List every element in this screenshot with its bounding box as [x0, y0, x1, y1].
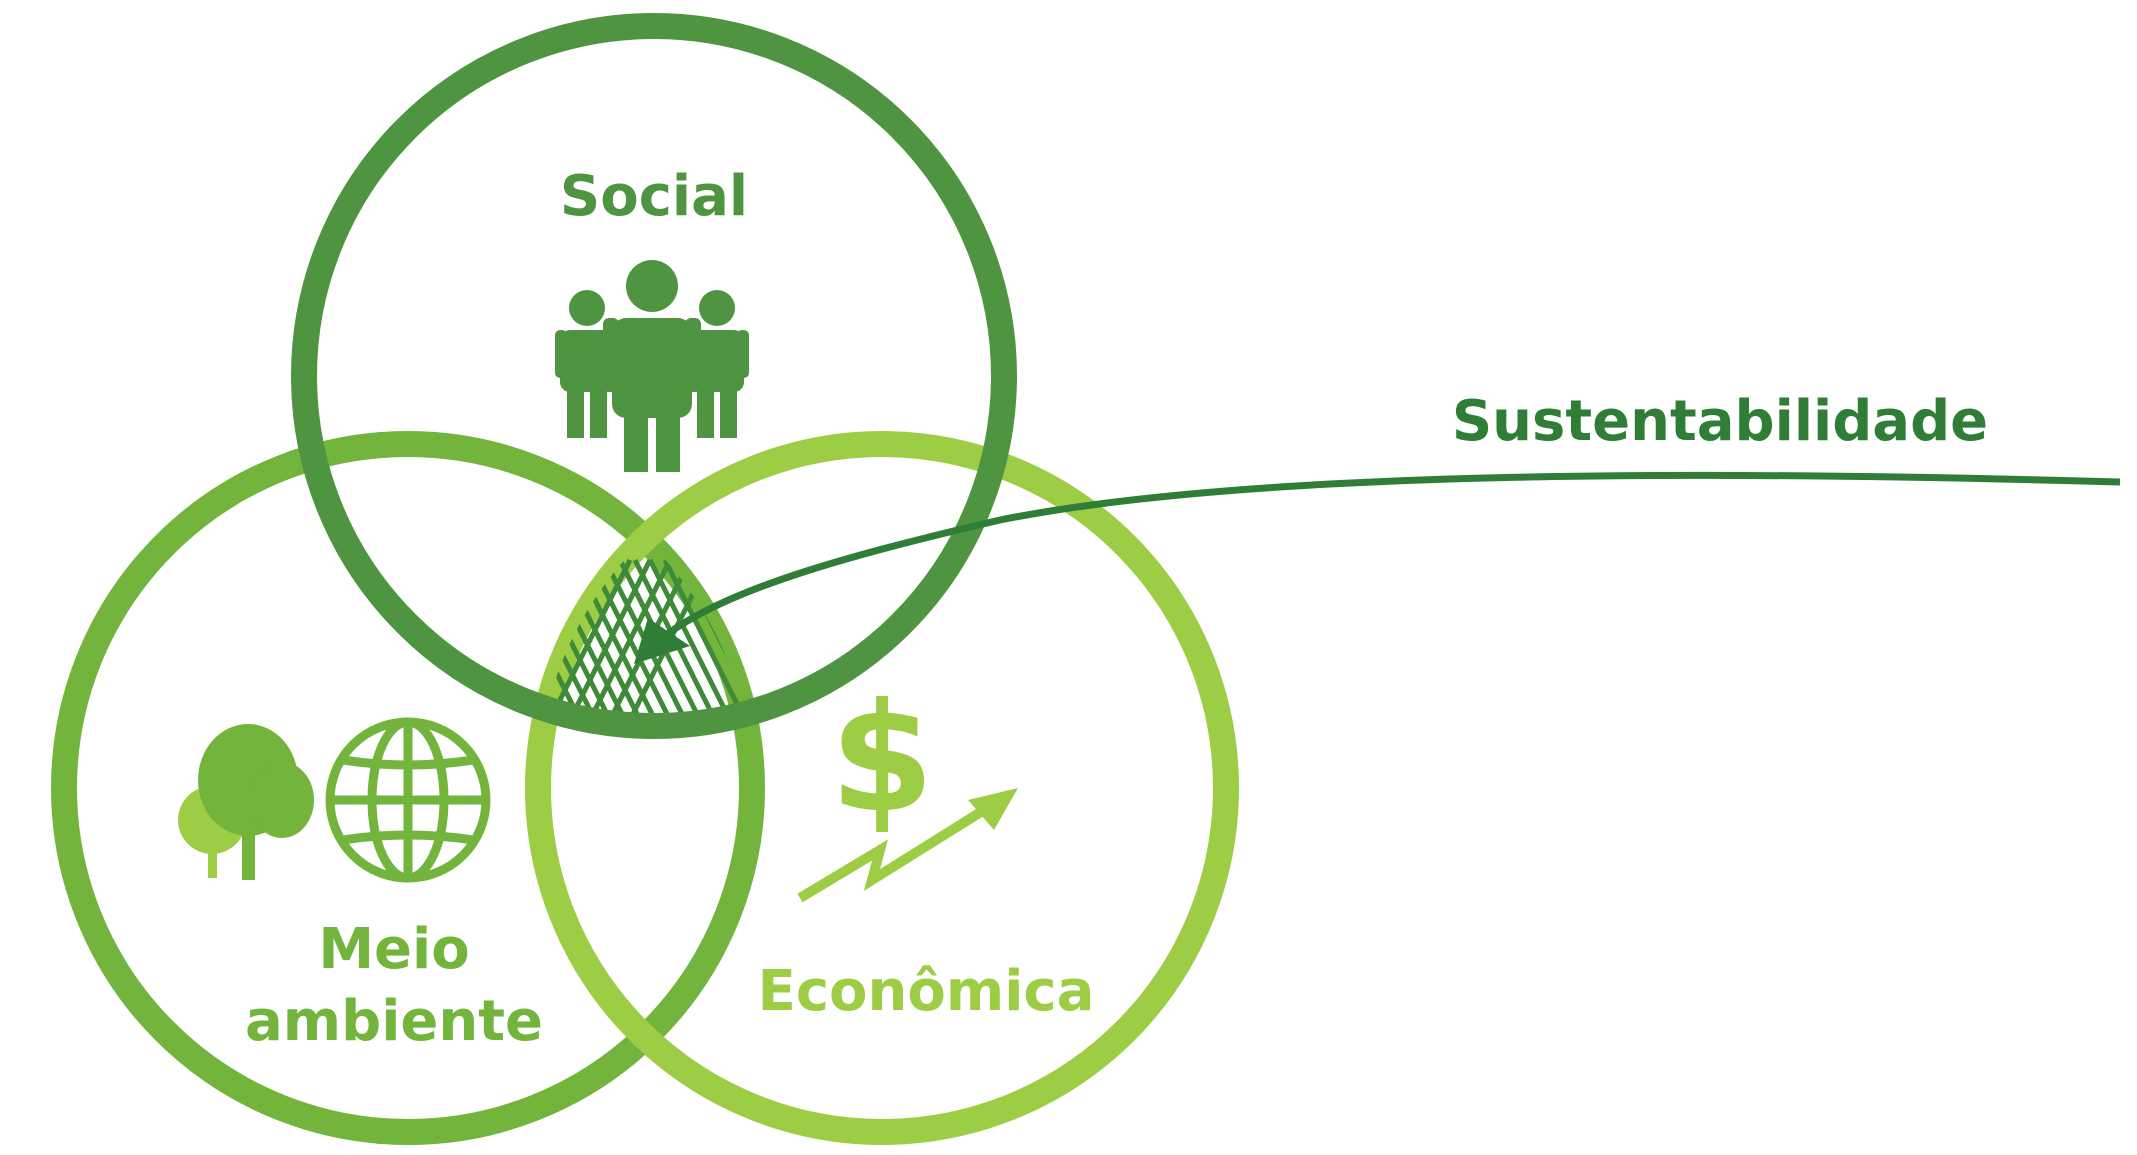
sustainability-pointer-arrow [657, 471, 2121, 643]
environment-circle [51, 431, 765, 1145]
trees-icon [178, 724, 314, 880]
environment-label-line2: ambiente [245, 989, 543, 1054]
pointer-arrowhead [634, 618, 690, 664]
dollar-sign-icon: $ [830, 672, 934, 846]
people-group-icon [555, 260, 749, 472]
social-circle [291, 13, 1017, 739]
economic-label: Econômica [758, 959, 1095, 1024]
environment-label-line1: Meio [318, 917, 469, 982]
sustainability-label: Sustentabilidade [1452, 389, 1988, 454]
social-label: Social [560, 164, 748, 229]
economic-circle [525, 431, 1239, 1145]
globe-icon [325, 717, 491, 883]
growth-arrow-icon [797, 788, 1018, 903]
